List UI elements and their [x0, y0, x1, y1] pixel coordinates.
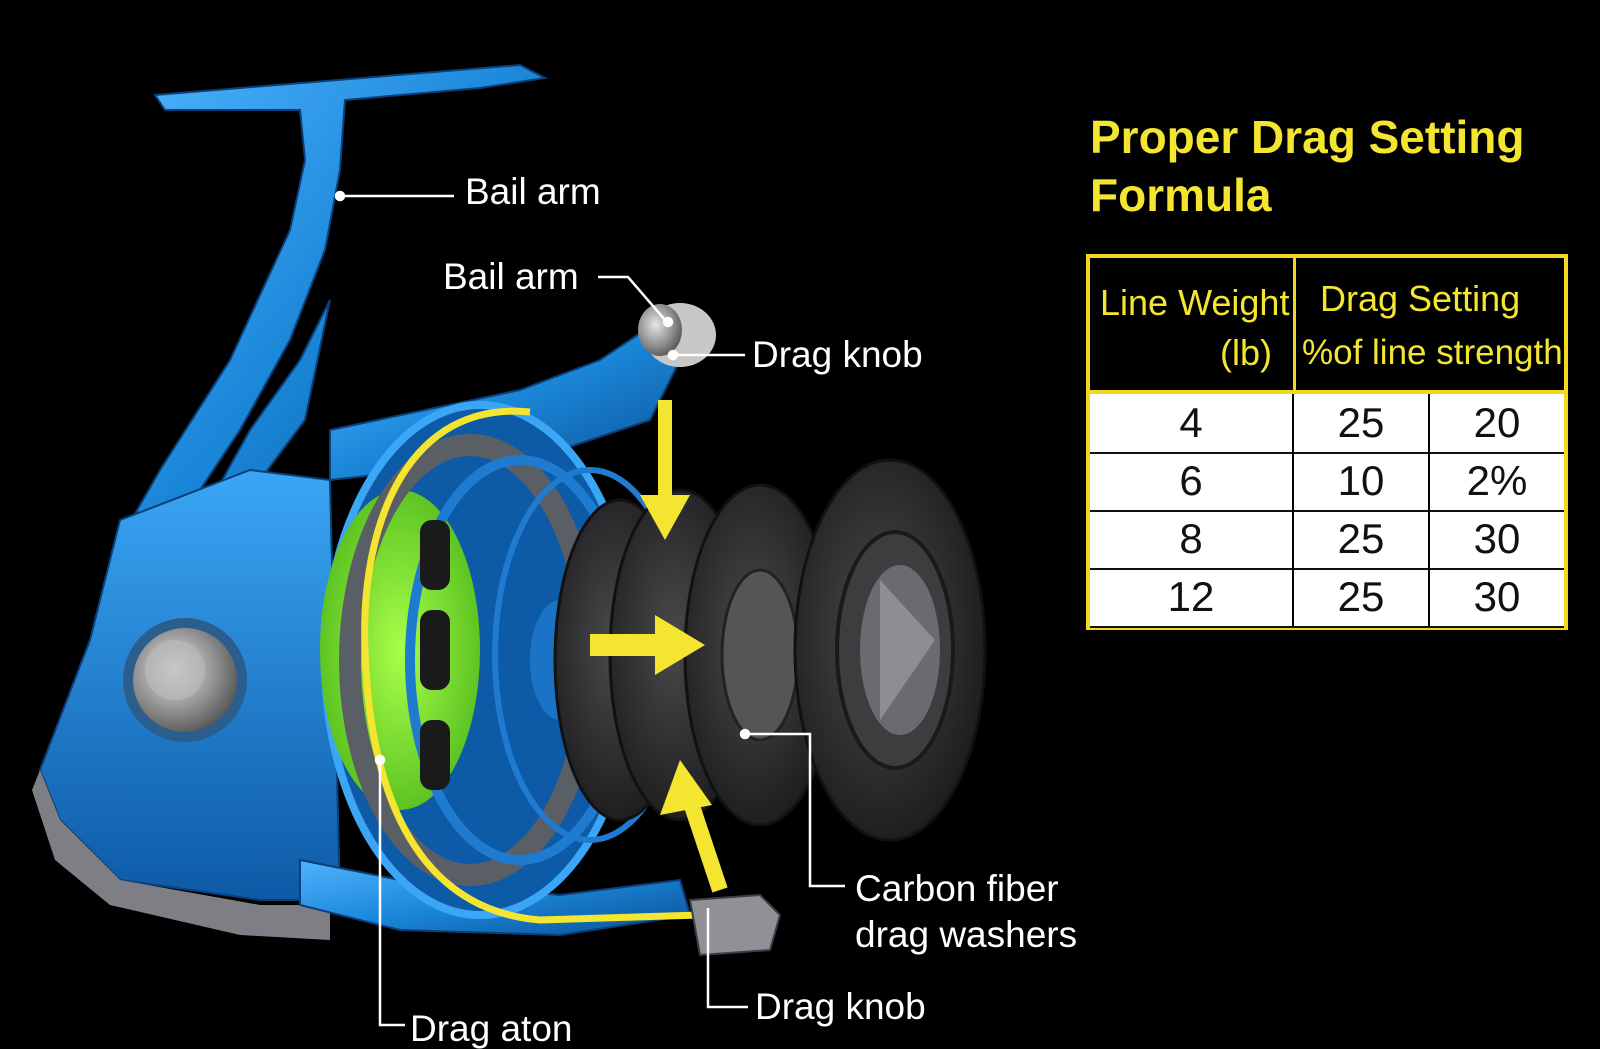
leader-lines — [334, 190, 845, 1027]
table-row: 8 25 30 — [1090, 510, 1564, 570]
table-cell-b: 30 — [1473, 573, 1521, 620]
arrow-up — [682, 797, 728, 893]
table-cell-a: 10 — [1337, 457, 1385, 504]
table-row: 6 10 2% — [1090, 452, 1564, 512]
label-carbon-washers-line1: Carbon fiber — [855, 868, 1059, 909]
table-cell-weight: 8 — [1179, 515, 1203, 562]
table-cell-b: 30 — [1473, 515, 1521, 562]
reel-stem — [118, 63, 549, 562]
drag-knob-tab — [688, 893, 782, 957]
label-drag-knob-top: Drag knob — [752, 334, 923, 375]
bail-wire — [361, 407, 701, 924]
table-cell-weight: 4 — [1179, 399, 1203, 446]
header-drag-setting-1: Drag Setting — [1320, 278, 1521, 319]
label-drag-knob-bottom: Drag knob — [755, 986, 926, 1027]
table-divider-2 — [1428, 394, 1430, 626]
drag-washers — [553, 458, 987, 842]
panel-title: Proper Drag Setting Formula — [1090, 108, 1570, 224]
housing-trim — [32, 770, 330, 940]
table-cell-a: 25 — [1337, 573, 1385, 620]
spool — [320, 401, 688, 919]
drag-setting-table: Line Weight (lb) Drag Setting %of line s… — [1086, 254, 1568, 630]
bail-roller — [638, 303, 716, 367]
label-bail-arm-mid: Bail arm — [443, 256, 579, 297]
label-carbon-washers-line2: drag washers — [855, 914, 1078, 955]
panel-title-line1: Proper Drag Setting — [1090, 111, 1525, 163]
table-cell-weight: 6 — [1179, 457, 1203, 504]
header-drag-setting-2: %of line strength — [1302, 333, 1563, 372]
table-cell-a: 25 — [1337, 515, 1385, 562]
table-cell-a: 25 — [1337, 399, 1385, 446]
header-line-weight-2: (lb) — [1220, 332, 1272, 373]
table-cell-weight: 12 — [1167, 573, 1215, 620]
header-line-weight-1: Line Weight — [1100, 282, 1290, 323]
table-row: 4 25 20 — [1090, 394, 1564, 454]
table-header: Line Weight (lb) Drag Setting %of line s… — [1090, 258, 1564, 394]
label-drag-aton: Drag aton — [410, 1008, 573, 1049]
table-cell-b: 2% — [1466, 457, 1528, 504]
table-row: 12 25 30 — [1090, 568, 1564, 628]
label-carbon-washers: Carbon fiber drag washers — [855, 866, 1077, 958]
table-divider-1 — [1292, 394, 1294, 626]
panel-title-line2: Formula — [1090, 169, 1272, 221]
force-arrows — [590, 400, 728, 893]
label-bail-arm-top: Bail arm — [465, 171, 601, 212]
table-cell-b: 20 — [1473, 399, 1521, 446]
